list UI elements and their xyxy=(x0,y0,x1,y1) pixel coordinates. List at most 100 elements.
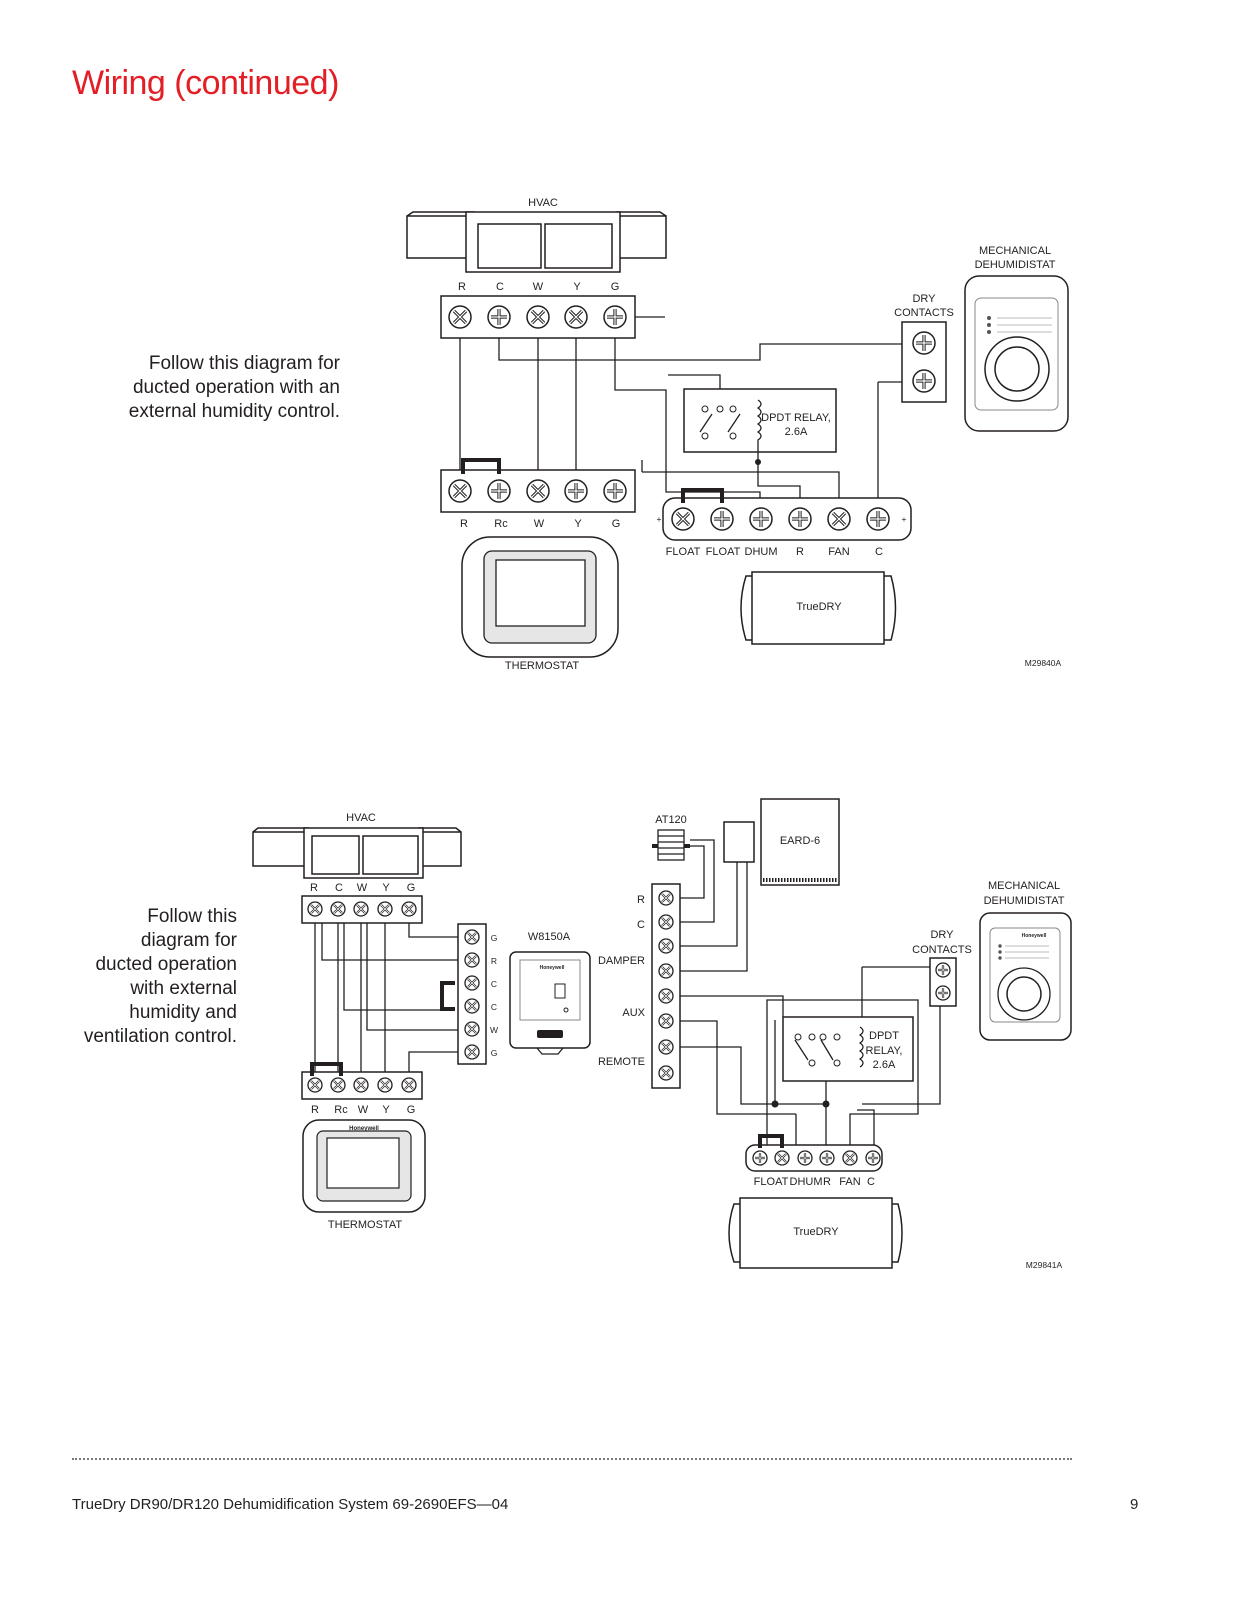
truedry-label: TrueDRY xyxy=(796,601,842,613)
hvac-label: HVAC xyxy=(528,197,558,209)
caption-line: external humidity control. xyxy=(128,401,340,422)
thermostat-label: THERMOSTAT xyxy=(328,1219,402,1231)
dpdt-relay: DPDT RELAY, 2.6A xyxy=(782,1016,914,1082)
relay-label: 2.6A xyxy=(785,426,808,438)
terminal-label: R xyxy=(796,546,804,558)
terminal-label: W xyxy=(357,882,368,894)
wires xyxy=(459,316,904,500)
terminal-label: Rc xyxy=(334,1104,348,1116)
terminal-label: R xyxy=(823,1176,831,1188)
page-title: Wiring (continued) xyxy=(72,64,339,102)
caption-line: ducted operation xyxy=(95,954,237,975)
terminal-label: Y xyxy=(382,1104,390,1116)
terminal-label: FLOAT xyxy=(706,546,741,558)
terminal-label: FLOAT xyxy=(754,1176,789,1188)
mechanical-dehumidistat: DRY CONTACTS MECHANICAL DEHUMIDISTAT Hon… xyxy=(912,880,1072,1041)
figure-id: M29841A xyxy=(1026,1260,1063,1270)
relay-label: DPDT xyxy=(869,1030,899,1042)
relay-label: RELAY, xyxy=(866,1045,903,1057)
mech-label: DEHUMIDISTAT xyxy=(984,895,1065,907)
dry-label: CONTACTS xyxy=(894,307,954,319)
terminal-label: C xyxy=(491,1002,497,1012)
eard-label: EARD-6 xyxy=(780,835,820,847)
hvac-label: HVAC xyxy=(346,812,376,824)
diagram1: HVAC R C W Y G xyxy=(406,197,1069,672)
mech-label: DEHUMIDISTAT xyxy=(975,259,1056,271)
relay-label: DPDT RELAY, xyxy=(761,412,831,424)
diagram1-caption: Follow this diagram for ducted operation… xyxy=(90,352,340,424)
terminal-label: FAN xyxy=(839,1176,860,1188)
terminal-label: G xyxy=(611,281,620,293)
terminal-label: Y xyxy=(382,882,390,894)
terminal-label: C xyxy=(875,546,883,558)
mech-brand: Honeywell xyxy=(1022,933,1047,939)
terminal-label: G xyxy=(407,882,416,894)
zone-label: DAMPER xyxy=(598,955,645,967)
truedry-unit: + + FLOAT FLOAT DHUM R FAN C TrueDRY xyxy=(657,488,912,645)
thermostat-label: THERMOSTAT xyxy=(505,660,579,672)
dry-label: CONTACTS xyxy=(912,944,972,956)
at120-label: AT120 xyxy=(655,814,687,826)
dpdt-relay: DPDT RELAY, 2.6A xyxy=(683,388,837,465)
zone-label: REMOTE xyxy=(598,1056,645,1068)
svg-text:+: + xyxy=(657,514,662,524)
zone-panel-terminal-block: R C DAMPER AUX REMOTE xyxy=(598,883,681,1089)
w8150-terminal-block: G R C C W G xyxy=(457,923,498,1065)
terminal-label: G xyxy=(491,1048,498,1058)
page-number: 9 xyxy=(1130,1496,1139,1513)
hvac-terminal-block: R C W Y G xyxy=(440,281,636,339)
caption-line: Follow this diagram for xyxy=(148,353,340,374)
caption-line: humidity and xyxy=(129,1002,237,1023)
caption-line: with external xyxy=(130,978,237,999)
terminal-label: Y xyxy=(574,518,582,530)
w8150-control: W8150A Honeywell xyxy=(509,931,591,1055)
w8150-brand: Honeywell xyxy=(540,965,565,971)
caption-line: diagram for xyxy=(140,930,237,951)
terminal-label: W xyxy=(533,281,544,293)
terminal-label: W xyxy=(358,1104,369,1116)
terminal-label: FLOAT xyxy=(666,546,701,558)
hvac-terminal-block: R C W Y G xyxy=(301,882,423,924)
terminal-label: C xyxy=(867,1176,875,1188)
terminal-label: FAN xyxy=(828,546,849,558)
truedry-label: TrueDRY xyxy=(793,1226,839,1238)
thermostat: Honeywell THERMOSTAT xyxy=(302,1119,426,1231)
truedry-unit: FLOAT DHUM R FAN C TrueDRY xyxy=(728,1134,903,1269)
w8150-label: W8150A xyxy=(528,931,571,943)
terminal-label: C xyxy=(491,979,497,989)
terminal-label: G xyxy=(491,933,498,943)
caption-line: ventilation control. xyxy=(83,1026,237,1047)
footer-divider xyxy=(72,1458,1072,1460)
terminal-label: R xyxy=(491,956,497,966)
terminal-label: R xyxy=(310,882,318,894)
diagram2-caption: Follow this diagram for ducted operation… xyxy=(40,905,237,1049)
thermostat-terminal-block: R Rc W Y G xyxy=(440,458,636,530)
zone-label: AUX xyxy=(622,1007,645,1019)
mechanical-dehumidistat: DRY CONTACTS MECHANICAL DEHUMIDISTAT xyxy=(894,245,1069,432)
mech-label: MECHANICAL xyxy=(979,245,1051,257)
terminal-label: C xyxy=(496,281,504,293)
dry-label: DRY xyxy=(930,929,954,941)
zone-label: R xyxy=(637,894,645,906)
terminal-label: G xyxy=(407,1104,416,1116)
terminal-label: R xyxy=(311,1104,319,1116)
figure-id: M29840A xyxy=(1025,658,1062,668)
caption-line: Follow this xyxy=(147,906,237,927)
caption-line: ducted operation with an xyxy=(132,377,340,398)
dry-label: DRY xyxy=(912,293,936,305)
zone-label: C xyxy=(637,919,645,931)
terminal-label: Y xyxy=(573,281,581,293)
terminal-label: R xyxy=(460,518,468,530)
relay-label: 2.6A xyxy=(873,1059,896,1071)
terminal-label: DHUM xyxy=(790,1176,823,1188)
wires xyxy=(680,839,941,1145)
wires xyxy=(314,923,458,1073)
eard-6: EARD-6 xyxy=(723,798,840,886)
terminal-label: Rc xyxy=(494,518,508,530)
hvac-unit: HVAC xyxy=(406,197,667,273)
terminal-label: R xyxy=(458,281,466,293)
diagram2: HVAC R C W Y G xyxy=(252,798,1072,1270)
terminal-label: W xyxy=(534,518,545,530)
at120-transformer: AT120 xyxy=(652,814,690,861)
